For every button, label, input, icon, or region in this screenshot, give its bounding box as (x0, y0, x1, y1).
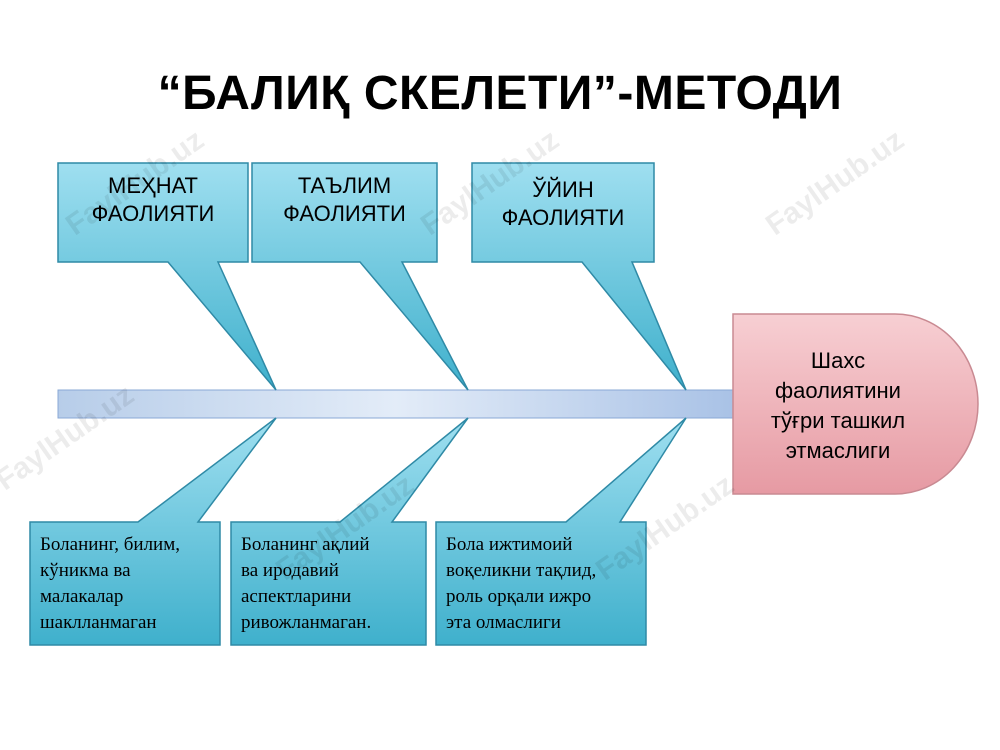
effect-head (732, 313, 979, 495)
cause-box-3 (435, 417, 687, 646)
category-box-1 (57, 162, 277, 391)
effect-text: Шахс фаолиятини тўғри ташкил этмаслиги (770, 348, 906, 463)
category-label-2: ТАЪЛИМ ФАОЛИЯТИ (283, 173, 406, 226)
cause-box-2 (230, 417, 469, 646)
cause-text-1: Боланинг, билим, кўникма ва малакалар ша… (40, 534, 180, 633)
cause-box-1 (29, 417, 277, 646)
fish-spine (57, 389, 735, 419)
cause-text-2: Боланинг ақлий ва иродавий аспектларини … (241, 534, 372, 633)
cause-text-3: Бола ижтимоий воқеликни тақлид, роль орқ… (446, 534, 597, 633)
category-label-1: МЕҲНАТ ФАОЛИЯТИ (91, 173, 215, 226)
category-box-3 (471, 162, 687, 391)
category-label-3: ЎЙИН ФАОЛИЯТИ (501, 177, 625, 230)
diagram-title: “БАЛИҚ СКЕЛЕТИ”-МЕТОДИ (157, 67, 843, 120)
category-box-2 (251, 162, 469, 391)
